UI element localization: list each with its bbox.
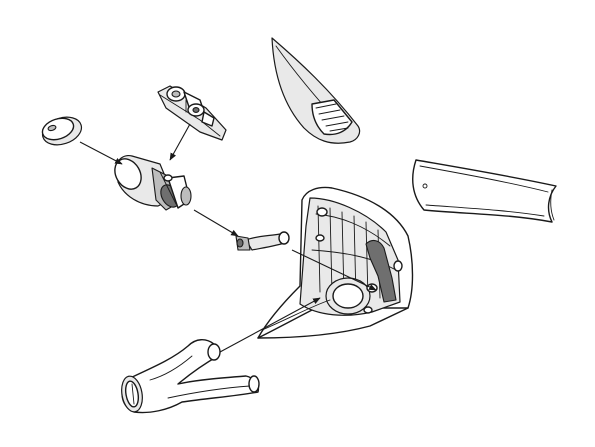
main-housing bbox=[257, 186, 414, 339]
assembly-arrows bbox=[79, 123, 377, 353]
curved-hood bbox=[271, 37, 361, 144]
bulb-housing bbox=[114, 155, 192, 211]
cap bbox=[41, 116, 83, 146]
arrow-hose-to-housing bbox=[291, 249, 377, 291]
arrow-cap-to-bulb bbox=[79, 141, 123, 165]
small-hose bbox=[235, 231, 290, 251]
arrow-duct-to-housing bbox=[219, 297, 321, 353]
arrow-bulb-to-hose bbox=[193, 209, 239, 237]
clear-cover bbox=[412, 159, 557, 223]
hood-vent-slats bbox=[315, 103, 349, 132]
intake-duct bbox=[121, 339, 260, 414]
clamp-bracket bbox=[157, 85, 227, 141]
arrow-bracket-to-bulb bbox=[169, 123, 191, 161]
housing-round-port bbox=[325, 277, 371, 315]
